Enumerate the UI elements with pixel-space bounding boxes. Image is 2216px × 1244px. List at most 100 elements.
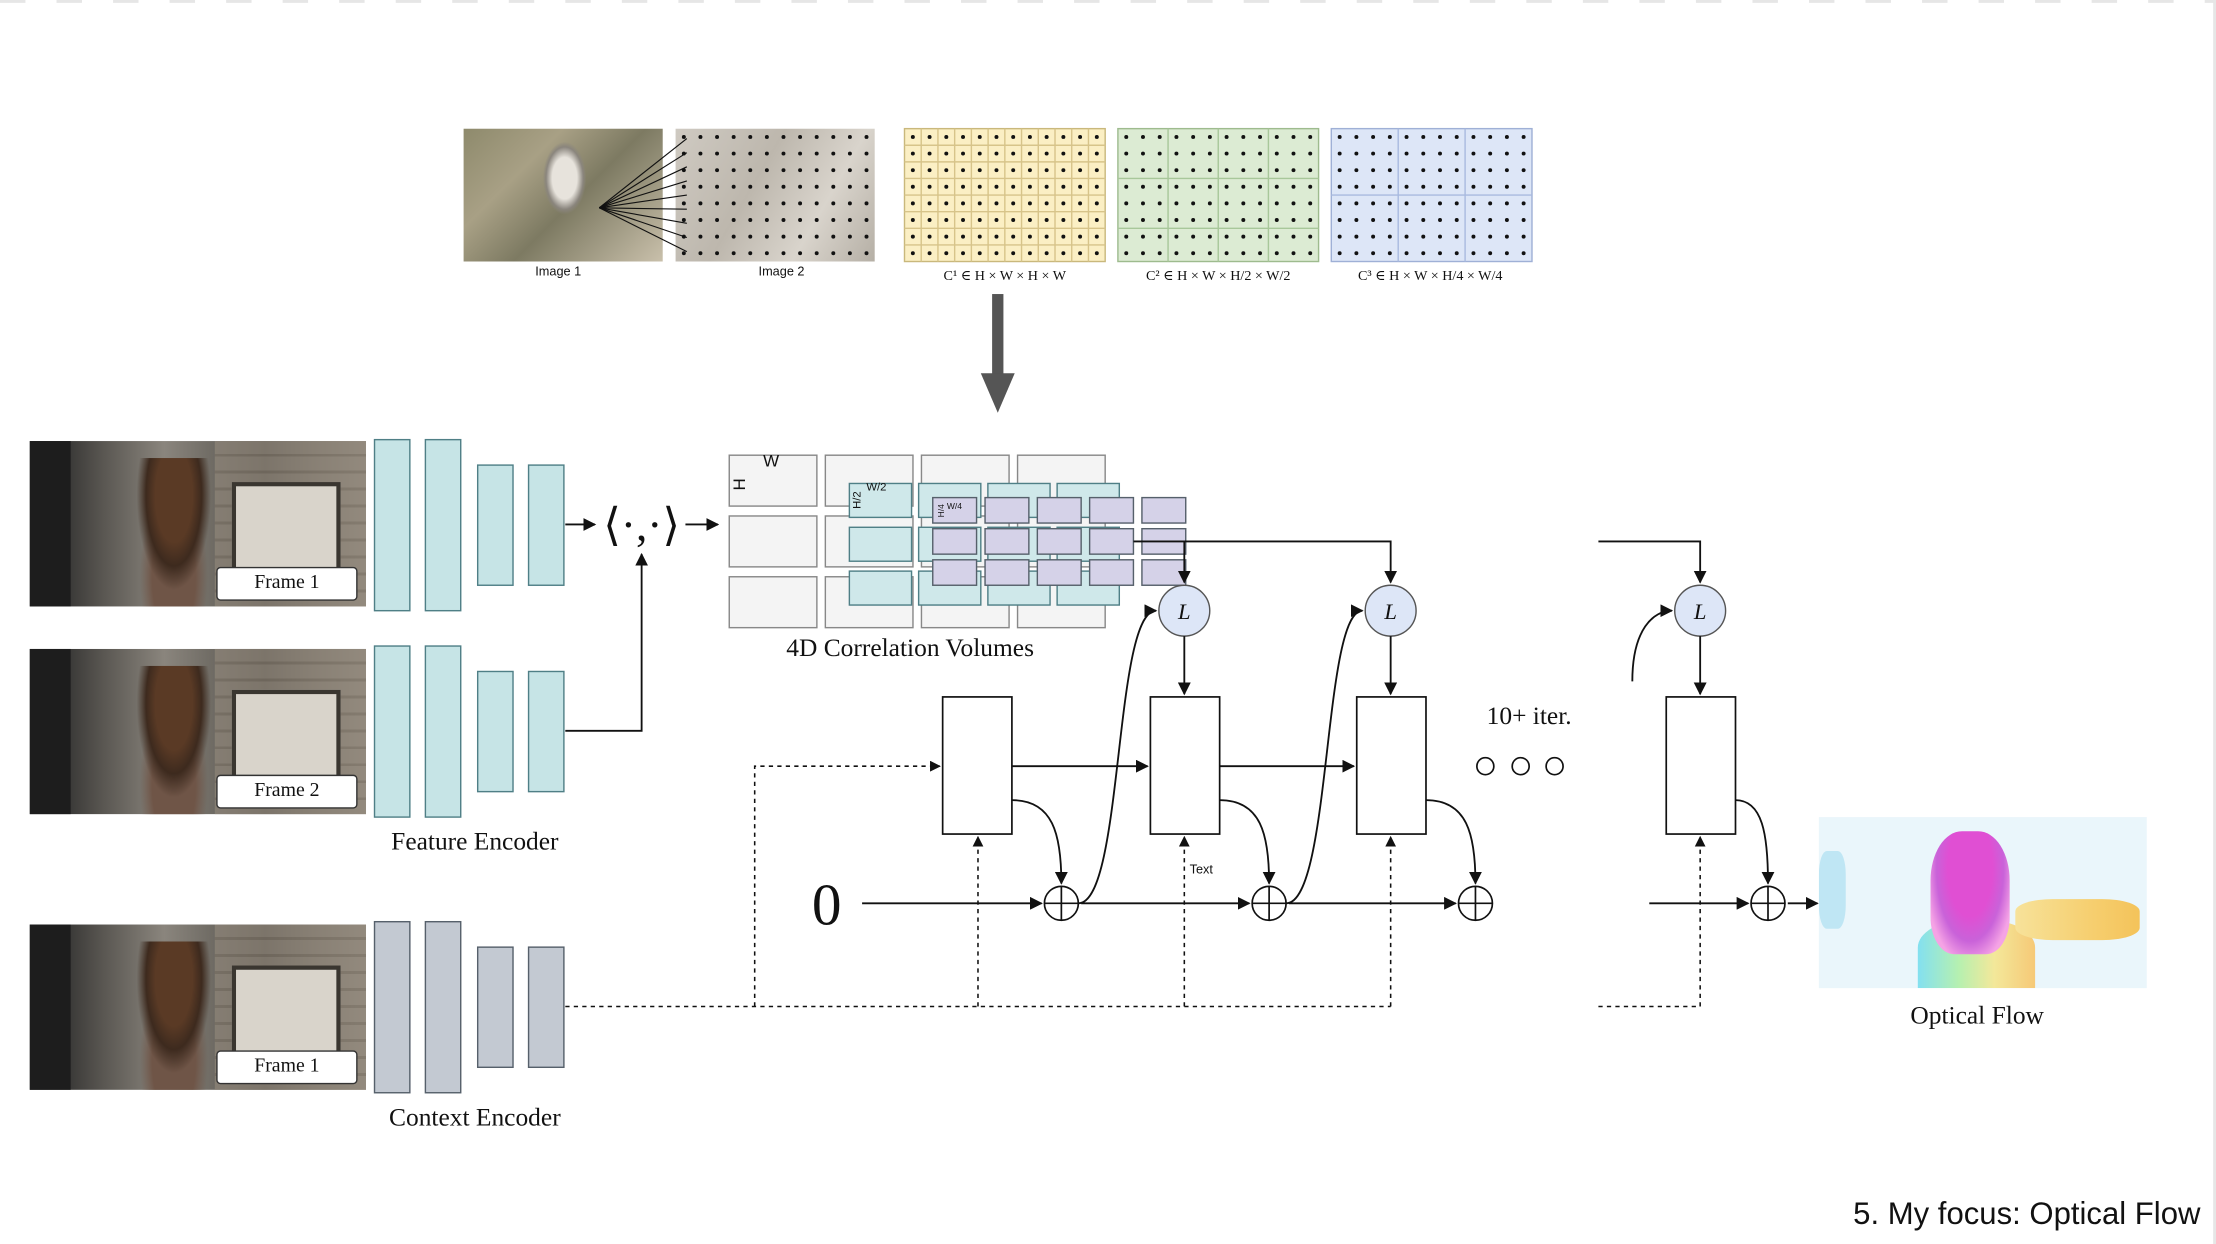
dot	[927, 151, 932, 156]
dot	[1354, 134, 1359, 139]
dot	[1521, 134, 1526, 139]
dot	[798, 218, 803, 222]
dot	[1224, 184, 1229, 189]
dot	[1124, 151, 1129, 156]
dot	[1421, 184, 1426, 189]
frame-1-image: Frame 1	[29, 441, 367, 607]
dot	[681, 151, 686, 156]
dot	[1078, 201, 1083, 206]
dot	[864, 168, 869, 173]
dot	[1421, 134, 1426, 139]
dot	[1224, 168, 1229, 173]
dot	[1438, 151, 1442, 156]
dot	[1241, 201, 1246, 206]
dot	[1241, 168, 1246, 173]
dot	[977, 251, 982, 256]
dot	[814, 184, 819, 189]
dot	[1174, 234, 1179, 239]
dot	[1471, 218, 1476, 222]
dot	[1337, 218, 1342, 222]
feature-encoder-label: Feature Encoder	[391, 827, 559, 856]
dot	[961, 251, 966, 256]
dot	[1061, 151, 1066, 156]
dot	[1308, 218, 1313, 222]
correlation-volumes-label: 4D Correlation Volumes	[786, 633, 1034, 662]
dot	[1404, 168, 1409, 173]
flow-to-lookup-3	[1631, 604, 1674, 682]
dot	[748, 201, 753, 206]
dot	[1274, 184, 1279, 189]
volume-c3-label: C³ ∈ H × W × H/4 × W/4	[1358, 268, 1503, 284]
dot	[1488, 134, 1493, 139]
dot	[748, 168, 753, 173]
dot	[1504, 251, 1509, 256]
dot	[698, 184, 703, 189]
dot	[748, 184, 753, 189]
dot	[814, 218, 819, 222]
dot	[1354, 234, 1359, 239]
dot	[1454, 201, 1459, 206]
dot	[1438, 234, 1442, 239]
dot	[1258, 218, 1263, 222]
dot	[1191, 251, 1196, 256]
dot	[798, 134, 803, 139]
dot	[1258, 134, 1263, 139]
dot	[1078, 234, 1083, 239]
dot	[748, 251, 753, 256]
dot	[814, 151, 819, 156]
dot	[748, 234, 753, 239]
dot	[1421, 251, 1426, 256]
dot	[1224, 201, 1229, 206]
dot	[1061, 234, 1066, 239]
corr-cell	[848, 526, 913, 562]
dot	[977, 201, 982, 206]
dot	[1471, 251, 1476, 256]
dot	[831, 151, 836, 156]
dot	[698, 151, 703, 156]
dot	[1241, 218, 1246, 222]
dot	[681, 234, 686, 239]
dot	[1488, 201, 1493, 206]
dot	[1027, 234, 1032, 239]
dot	[1061, 168, 1066, 173]
corr-to-lookup-3-arrow	[1598, 540, 1707, 584]
dot	[864, 218, 869, 222]
dot	[1027, 251, 1032, 256]
dot	[927, 184, 932, 189]
dot	[1011, 151, 1016, 156]
correlation-volumes: W H W/2 H/2 W/4 H/4	[728, 451, 1187, 629]
dot	[1011, 168, 1016, 173]
dot	[698, 218, 703, 222]
dot	[1044, 184, 1049, 189]
dot	[1207, 184, 1212, 189]
dot	[1438, 218, 1442, 222]
dot	[1291, 134, 1296, 139]
dot	[1207, 151, 1212, 156]
dot	[798, 151, 803, 156]
dot	[1371, 234, 1376, 239]
dot	[764, 251, 769, 256]
dot	[1061, 201, 1066, 206]
dot	[698, 251, 703, 256]
dot	[1174, 251, 1179, 256]
dot	[1061, 184, 1066, 189]
update-block-2	[1149, 696, 1221, 835]
dot	[944, 251, 949, 256]
context-encoder-label: Context Encoder	[389, 1102, 561, 1131]
add-node-2	[1251, 885, 1287, 922]
dot	[944, 134, 949, 139]
dot	[1044, 134, 1049, 139]
dot	[910, 218, 915, 222]
dot	[831, 184, 836, 189]
dot	[1504, 151, 1509, 156]
dot	[994, 134, 999, 139]
dot	[864, 201, 869, 206]
dot	[1258, 151, 1263, 156]
dot	[1258, 201, 1263, 206]
dot	[731, 168, 736, 173]
dot	[1387, 134, 1392, 139]
dot	[944, 201, 949, 206]
corr-cell	[932, 496, 978, 524]
corr-cell	[1141, 559, 1187, 586]
